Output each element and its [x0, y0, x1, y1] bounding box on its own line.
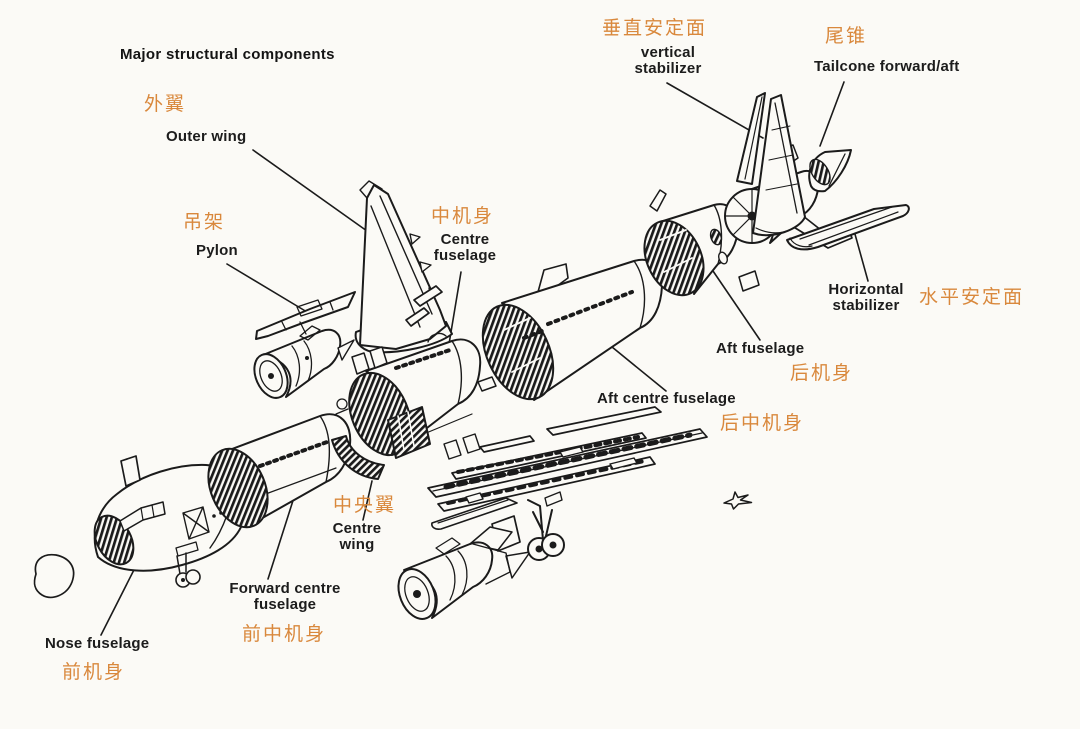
- label-pylon-zh: 吊架: [183, 212, 226, 233]
- label-aft-fuselage-zh: 后机身: [790, 363, 854, 384]
- label-aft-fuselage-en: Aft fuselage: [716, 340, 805, 357]
- label-aft-centre-fuselage-en: Aft centre fuselage: [597, 390, 736, 407]
- label-outer-wing-zh: 外翼: [144, 94, 187, 115]
- landing-gear-drawing: [527, 491, 565, 561]
- page-title: Major structural components: [120, 46, 335, 63]
- label-vertical-stabilizer-en: vertical stabilizer: [634, 44, 702, 77]
- label-horizontal-stabilizer-en: Horizontal stabilizer: [828, 281, 904, 314]
- label-vertical-stabilizer-zh: 垂直安定面: [602, 18, 708, 39]
- pylon-drawing: [255, 291, 356, 340]
- label-tailcone-en: Tailcone forward/aft: [814, 58, 960, 75]
- forward-centre-fuselage-drawing: [207, 413, 352, 529]
- horizontal-stabilizer-drawing: [786, 204, 910, 251]
- leader-lines: [100, 81, 869, 636]
- aft-fuselage-drawing: [643, 189, 760, 297]
- label-aft-centre-fuselage-zh: 后中机身: [720, 413, 805, 434]
- label-centre-fuselage-en: Centre fuselage: [433, 231, 497, 264]
- label-centre-wing-en: Centre wing: [332, 520, 382, 553]
- lower-engine-drawing: [397, 497, 531, 620]
- label-centre-wing-zh: 中央翼: [333, 495, 397, 516]
- label-centre-fuselage-zh: 中机身: [431, 206, 495, 227]
- nose-fuselage-drawing: [93, 463, 246, 588]
- centre-fuselage-drawing: [331, 332, 482, 480]
- label-forward-centre-fuselage-en: Forward centre fuselage: [229, 580, 341, 613]
- aft-centre-fuselage-drawing: [477, 258, 664, 401]
- tailcone-drawing: [808, 149, 852, 193]
- label-forward-centre-fuselage-zh: 前中机身: [242, 624, 327, 645]
- label-nose-fuselage-en: Nose fuselage: [45, 635, 150, 652]
- label-horizontal-stabilizer-zh: 水平安定面: [919, 287, 1025, 308]
- label-outer-wing-en: Outer wing: [166, 128, 247, 145]
- wing-panels-drawing: [427, 406, 708, 512]
- label-tailcone-zh: 尾锥: [825, 26, 868, 47]
- wing-engine-drawing: [253, 325, 355, 399]
- label-pylon-en: Pylon: [196, 242, 238, 259]
- label-nose-fuselage-zh: 前机身: [62, 662, 126, 683]
- mini-aircraft-icon: [723, 491, 753, 510]
- vertical-stabilizer-drawing: [736, 92, 806, 237]
